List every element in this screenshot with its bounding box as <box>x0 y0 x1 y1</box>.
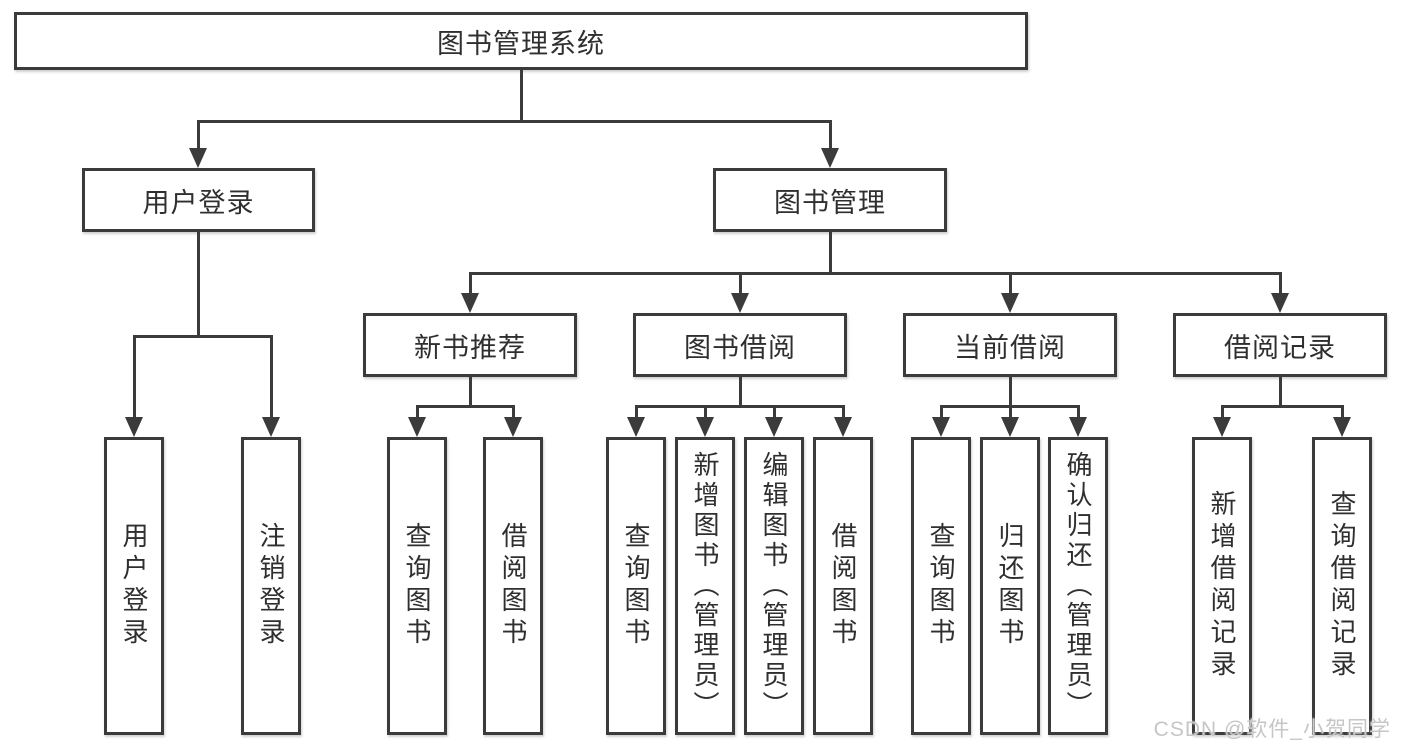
node-new-books: 新书推荐 <box>363 313 577 377</box>
leaf-current-return-label: 归还图书 <box>995 522 1025 650</box>
leaf-borrowing-query-label: 查询图书 <box>621 522 651 650</box>
leaf-new-books-borrow-label: 借阅图书 <box>498 522 528 650</box>
leaf-borrowing-edit: 编辑图书（管理员） <box>744 437 804 735</box>
leaf-current-query-label: 查询图书 <box>926 522 956 650</box>
arrow-borrowing-add <box>696 405 714 437</box>
leaf-logout: 注销登录 <box>241 437 301 735</box>
leaf-user-login-label: 用户登录 <box>119 522 149 650</box>
leaf-borrowing-edit-label: 编辑图书（管理员） <box>759 451 789 721</box>
leaf-borrowing-query: 查询图书 <box>606 437 666 735</box>
leaf-borrowing-add: 新增图书（管理员） <box>675 437 735 735</box>
leaf-borrowing-borrow: 借阅图书 <box>813 437 873 735</box>
node-borrowing: 图书借阅 <box>633 313 847 377</box>
leaf-current-query: 查询图书 <box>911 437 971 735</box>
connector-records-stem <box>1278 377 1282 405</box>
arrow-current-confirm <box>1069 405 1087 437</box>
arrow-borrowing-edit <box>765 405 783 437</box>
arrow-records-query <box>1333 405 1351 437</box>
leaf-records-query: 查询借阅记录 <box>1312 437 1372 735</box>
node-root: 图书管理系统 <box>14 12 1028 70</box>
connector-root-stem <box>519 70 523 120</box>
arrow-current-query <box>932 405 950 437</box>
leaf-current-confirm-label: 确认归还（管理员） <box>1063 451 1093 721</box>
connector-user-login-stem <box>196 232 200 335</box>
connector-new-books-rail <box>415 405 515 408</box>
arrow-to-new-books <box>461 272 479 313</box>
leaf-records-add-label: 新增借阅记录 <box>1207 490 1237 682</box>
node-user-login: 用户登录 <box>82 168 315 232</box>
leaf-logout-label: 注销登录 <box>256 522 286 650</box>
connector-new-books-stem <box>468 377 472 405</box>
node-user-login-label: 用户登录 <box>142 187 255 218</box>
node-borrowing-label: 图书借阅 <box>684 332 796 363</box>
connector-level2-rail <box>196 120 832 123</box>
connector-borrowing-rail <box>634 405 845 408</box>
leaf-new-books-borrow: 借阅图书 <box>483 437 543 735</box>
arrow-to-records <box>1271 272 1289 313</box>
connector-records-rail <box>1220 405 1342 408</box>
node-root-label: 图书管理系统 <box>437 28 605 59</box>
arrow-to-current <box>1001 272 1019 313</box>
arrow-new-books-borrow <box>504 405 522 437</box>
arrow-current-return <box>1001 405 1019 437</box>
arrow-records-add <box>1213 405 1231 437</box>
leaf-records-add: 新增借阅记录 <box>1192 437 1252 735</box>
arrow-to-book-mgmt <box>821 120 839 168</box>
leaf-new-books-query: 查询图书 <box>387 437 447 735</box>
connector-borrowing-stem <box>738 377 742 405</box>
arrow-borrowing-query <box>627 405 645 437</box>
connector-level3-rail <box>468 272 1282 275</box>
arrow-to-leaf-login <box>125 335 143 437</box>
node-new-books-label: 新书推荐 <box>414 332 526 363</box>
leaf-borrowing-borrow-label: 借阅图书 <box>828 522 858 650</box>
node-records: 借阅记录 <box>1173 313 1387 377</box>
node-book-mgmt-label: 图书管理 <box>774 187 886 218</box>
connector-book-mgmt-stem <box>828 232 832 272</box>
csdn-watermark: CSDN @软件_小贺同学 <box>1153 718 1391 741</box>
arrow-to-user-login <box>189 120 207 168</box>
arrow-to-leaf-logout <box>262 335 280 437</box>
connector-user-login-rail <box>132 335 273 338</box>
node-book-mgmt: 图书管理 <box>713 168 947 232</box>
leaf-borrowing-add-label: 新增图书（管理员） <box>690 451 720 721</box>
leaf-current-confirm: 确认归还（管理员） <box>1048 437 1108 735</box>
leaf-new-books-query-label: 查询图书 <box>402 522 432 650</box>
connector-current-stem <box>1008 377 1012 405</box>
arrow-new-books-query <box>408 405 426 437</box>
leaf-records-query-label: 查询借阅记录 <box>1327 490 1357 682</box>
node-records-label: 借阅记录 <box>1224 332 1336 363</box>
node-current-label: 当前借阅 <box>954 332 1066 363</box>
node-current: 当前借阅 <box>903 313 1117 377</box>
arrow-to-borrowing <box>731 272 749 313</box>
leaf-current-return: 归还图书 <box>980 437 1040 735</box>
leaf-user-login: 用户登录 <box>104 437 164 735</box>
arrow-borrowing-borrow <box>834 405 852 437</box>
